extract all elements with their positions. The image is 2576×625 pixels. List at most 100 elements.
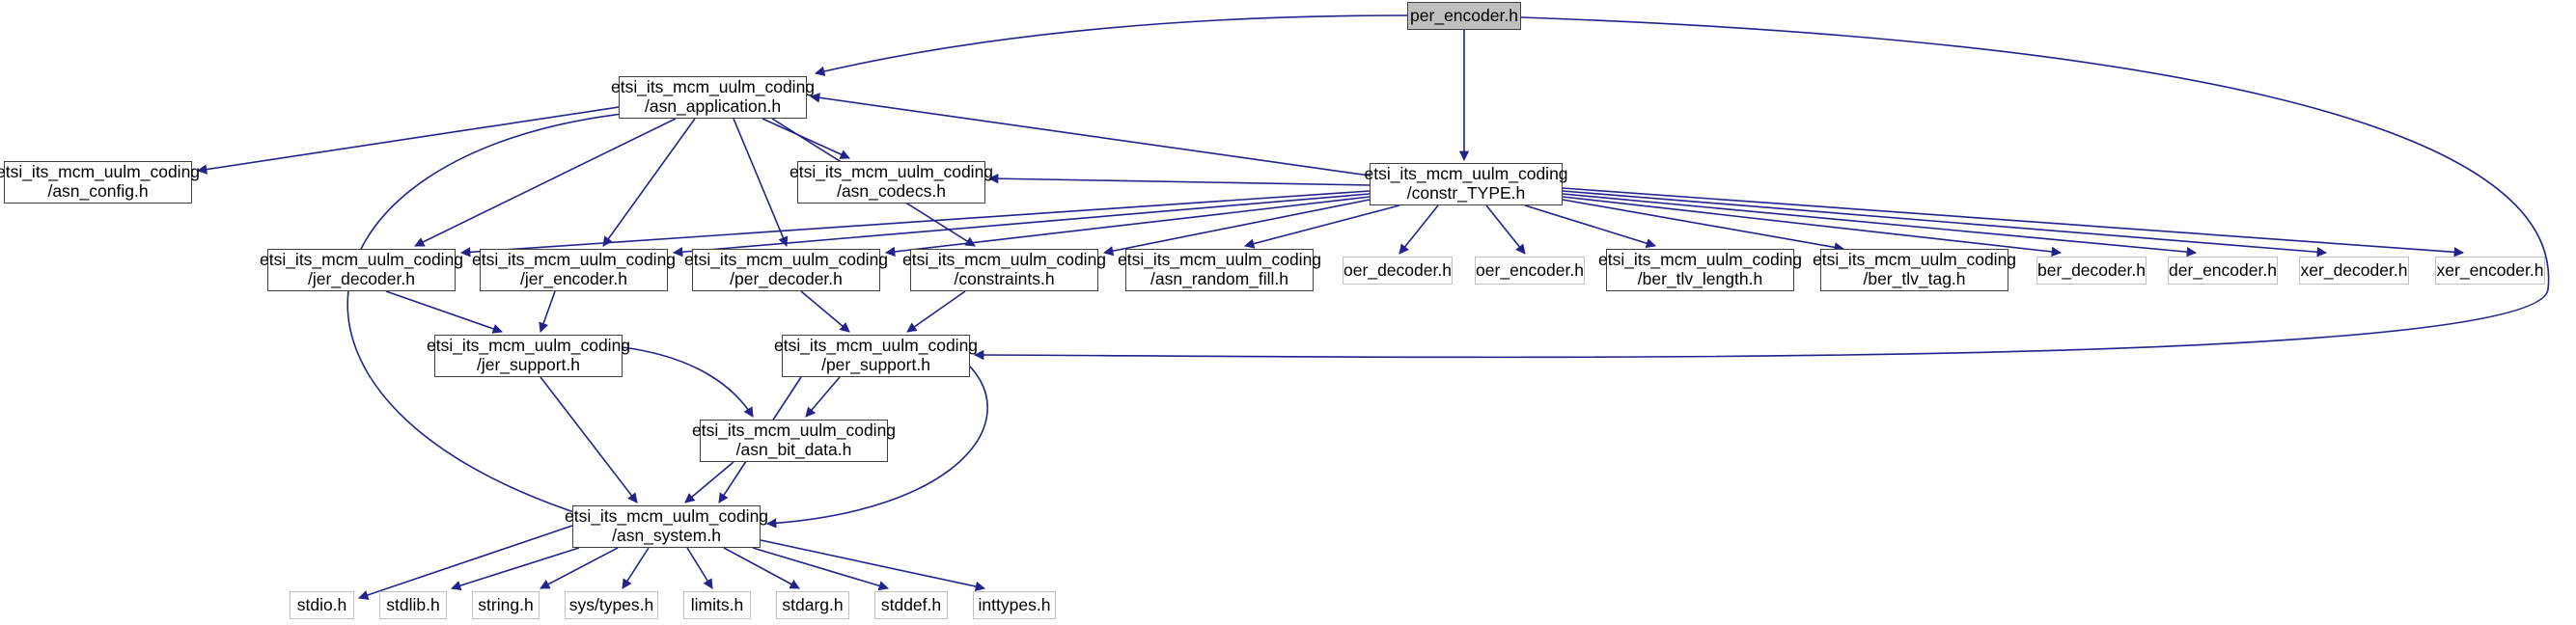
node-per_encoder[interactable]: per_encoder.h <box>1407 2 1521 30</box>
node-label-xer_decoder: xer_decoder.h <box>2300 259 2408 280</box>
edge-constr_TYPE-to-jer_decoder <box>459 190 1371 258</box>
edge-constr_TYPE-to-xer_encoder <box>1562 187 2465 258</box>
node-label-per_support: etsi_its_mcm_uulm_coding /per_support.h <box>773 336 979 374</box>
node-label-stdlib: stdlib.h <box>386 594 440 614</box>
node-ber_decoder[interactable]: ber_decoder.h <box>2036 257 2147 285</box>
node-label-jer_support: etsi_its_mcm_uulm_coding /jer_support.h <box>426 336 631 374</box>
edge-per_encoder-to-asn_application <box>814 14 1408 76</box>
node-limits[interactable]: limits.h <box>683 591 751 619</box>
node-stddef[interactable]: stddef.h <box>874 591 948 619</box>
edge-jer_encoder-to-jer_support <box>539 290 556 333</box>
node-label-per_decoder: etsi_its_mcm_uulm_coding /per_decoder.h <box>683 250 889 288</box>
node-label-asn_codecs: etsi_its_mcm_uulm_coding /asn_codecs.h <box>789 162 994 201</box>
edge-constr_TYPE-to-constraints <box>1102 199 1371 257</box>
node-label-oer_decoder: oer_decoder.h <box>1343 259 1452 280</box>
edge-per_encoder-to-per_support <box>973 16 2550 361</box>
node-label-asn_system: etsi_its_mcm_uulm_coding /asn_system.h <box>564 506 769 545</box>
node-constraints[interactable]: etsi_its_mcm_uulm_coding /constraints.h <box>902 249 1106 291</box>
node-label-jer_decoder: etsi_its_mcm_uulm_coding /jer_decoder.h <box>259 250 464 288</box>
node-label-asn_random_fill: etsi_its_mcm_uulm_coding /asn_random_fil… <box>1117 250 1322 288</box>
node-label-asn_bit_data: etsi_its_mcm_uulm_coding /asn_bit_data.h <box>691 421 897 459</box>
node-string[interactable]: string.h <box>472 591 540 619</box>
node-jer_encoder[interactable]: etsi_its_mcm_uulm_coding /jer_encoder.h <box>472 249 676 291</box>
edge-asn_application-to-asn_codecs <box>762 118 850 159</box>
node-asn_codecs[interactable]: etsi_its_mcm_uulm_coding /asn_codecs.h <box>789 161 993 204</box>
node-oer_encoder[interactable]: oer_encoder.h <box>1475 257 1585 285</box>
node-xer_decoder[interactable]: xer_decoder.h <box>2299 257 2409 285</box>
node-label-stddef: stddef.h <box>880 594 942 614</box>
edge-constr_TYPE-to-jer_encoder <box>672 193 1371 258</box>
edge-asn_bit_data-to-asn_system <box>684 461 734 503</box>
edge-constr_TYPE-to-oer_encoder <box>1485 204 1526 255</box>
node-der_encoder[interactable]: der_encoder.h <box>2168 257 2278 285</box>
edge-constraints-to-per_support <box>906 290 966 333</box>
edge-constr_TYPE-to-oer_decoder <box>1399 204 1439 255</box>
node-stdlib[interactable]: stdlib.h <box>379 591 447 619</box>
edge-per_decoder-to-per_support <box>800 290 850 333</box>
edge-constr_TYPE-to-ber_tlv_tag <box>1562 199 1845 253</box>
node-per_decoder[interactable]: etsi_its_mcm_uulm_coding /per_decoder.h <box>684 249 888 291</box>
node-systypes[interactable]: sys/types.h <box>565 591 658 619</box>
node-asn_random_fill[interactable]: etsi_its_mcm_uulm_coding /asn_random_fil… <box>1118 249 1321 291</box>
edge-constr_TYPE-to-asn_codecs <box>987 173 1371 186</box>
edge-asn_system-to-string <box>540 547 619 589</box>
node-ber_tlv_tag[interactable]: etsi_its_mcm_uulm_coding /ber_tlv_tag.h <box>1813 249 2016 291</box>
edge-jer_support-to-asn_bit_data <box>622 346 754 418</box>
edge-asn_system-to-limits <box>686 547 713 589</box>
node-label-ber_decoder: ber_decoder.h <box>2037 259 2146 280</box>
node-label-stdio: stdio.h <box>296 594 347 614</box>
node-label-systypes: sys/types.h <box>568 594 654 614</box>
node-label-asn_config: etsi_its_mcm_uulm_coding /asn_config.h <box>0 162 201 201</box>
node-inttypes[interactable]: inttypes.h <box>973 591 1056 619</box>
edge-asn_application-to-asn_config <box>196 106 620 175</box>
node-label-constr_TYPE: etsi_its_mcm_uulm_coding /constr_TYPE.h <box>1364 164 1568 203</box>
node-constr_TYPE[interactable]: etsi_its_mcm_uulm_coding /constr_TYPE.h <box>1364 163 1568 205</box>
edge-constr_TYPE-to-asn_application <box>809 93 1371 177</box>
edge-asn_system-to-stdio <box>358 525 573 600</box>
edge-asn_system-to-stdlib <box>451 547 580 591</box>
edge-jer_decoder-to-jer_support <box>385 290 503 334</box>
edge-constr_TYPE-to-der_encoder <box>1562 193 2198 258</box>
node-xer_encoder[interactable]: xer_encoder.h <box>2435 257 2545 285</box>
edge-asn_application-to-asn_system <box>346 113 623 520</box>
edge-constr_TYPE-to-ber_decoder <box>1562 196 2063 258</box>
node-label-xer_encoder: xer_encoder.h <box>2436 259 2544 280</box>
node-asn_application[interactable]: etsi_its_mcm_uulm_coding /asn_applicatio… <box>611 76 815 119</box>
node-label-asn_application: etsi_its_mcm_uulm_coding /asn_applicatio… <box>610 77 816 116</box>
edge-per_support-to-asn_system <box>765 366 988 529</box>
edge-asn_system-to-stddef <box>752 547 889 591</box>
node-label-per_encoder: per_encoder.h <box>1410 5 1518 25</box>
node-stdarg[interactable]: stdarg.h <box>776 591 849 619</box>
node-jer_decoder[interactable]: etsi_its_mcm_uulm_coding /jer_decoder.h <box>260 249 463 291</box>
edge-constr_TYPE-to-asn_random_fill <box>1243 204 1400 249</box>
edge-constr_TYPE-to-ber_tlv_length <box>1524 204 1656 249</box>
node-label-stdarg: stdarg.h <box>782 594 844 614</box>
node-label-inttypes: inttypes.h <box>978 594 1051 614</box>
edge-constr_TYPE-to-per_decoder <box>884 196 1371 258</box>
node-ber_tlv_length[interactable]: etsi_its_mcm_uulm_coding /ber_tlv_length… <box>1598 249 1802 291</box>
node-asn_bit_data[interactable]: etsi_its_mcm_uulm_coding /asn_bit_data.h <box>692 420 896 462</box>
edge-asn_application-to-jer_encoder <box>602 118 696 247</box>
edge-asn_system-to-stdarg <box>723 547 800 589</box>
node-label-limits: limits.h <box>690 594 744 614</box>
edge-per_support-to-asn_bit_data <box>805 376 841 418</box>
edge-asn_application-to-per_decoder <box>733 118 789 247</box>
edge-constr_TYPE-to-xer_decoder <box>1562 190 2328 258</box>
node-label-jer_encoder: etsi_its_mcm_uulm_coding /jer_encoder.h <box>471 250 677 288</box>
edge-asn_application-to-jer_decoder <box>414 118 677 247</box>
node-per_support[interactable]: etsi_its_mcm_uulm_coding /per_support.h <box>774 335 978 377</box>
node-label-constraints: etsi_its_mcm_uulm_coding /constraints.h <box>901 250 1107 288</box>
node-label-string: string.h <box>478 594 534 614</box>
node-asn_config[interactable]: etsi_its_mcm_uulm_coding /asn_config.h <box>0 161 200 204</box>
edge-asn_system-to-systypes <box>622 547 650 589</box>
node-label-der_encoder: der_encoder.h <box>2169 259 2277 280</box>
node-oer_decoder[interactable]: oer_decoder.h <box>1343 257 1453 285</box>
node-jer_support[interactable]: etsi_its_mcm_uulm_coding /jer_support.h <box>427 335 630 377</box>
node-asn_system[interactable]: etsi_its_mcm_uulm_coding /asn_system.h <box>565 505 768 548</box>
node-label-ber_tlv_tag: etsi_its_mcm_uulm_coding /ber_tlv_tag.h <box>1812 250 2017 288</box>
node-label-oer_encoder: oer_encoder.h <box>1476 259 1584 280</box>
node-stdio[interactable]: stdio.h <box>290 591 354 619</box>
edge-jer_support-to-asn_system <box>540 376 638 503</box>
